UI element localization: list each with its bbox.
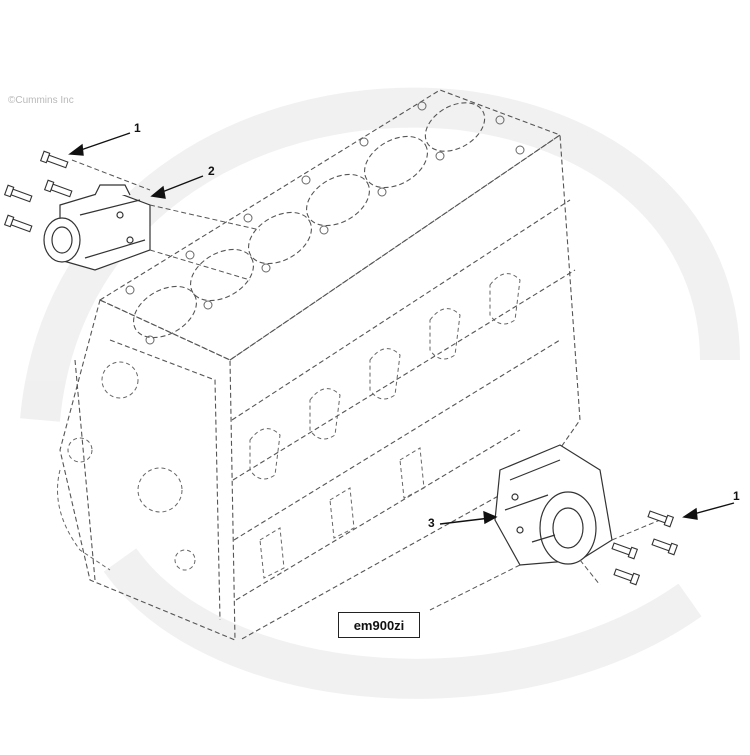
engine-block <box>59 89 581 641</box>
figure-id-label: em900zi <box>338 612 420 638</box>
arrowhead-top-bolts <box>68 143 84 156</box>
bottom-alignment-lines <box>429 519 661 611</box>
deck-bolt-holes <box>125 101 525 345</box>
top-alignment-lines <box>71 159 261 281</box>
callout-3: 3 <box>428 516 435 530</box>
leader-bottom-bolts <box>689 502 735 516</box>
bolts-top <box>3 150 73 233</box>
arrowhead-top-mount <box>150 185 166 199</box>
block-side-details <box>57 273 521 579</box>
engine-mount-bracket-top <box>43 184 151 271</box>
arrowhead-bottom-mount <box>483 510 498 525</box>
arrowhead-bottom-bolts <box>682 507 698 520</box>
watermark-logo <box>20 87 740 699</box>
bolts-bottom <box>611 510 679 586</box>
copyright-watermark: ©Cummins Inc <box>8 95 74 106</box>
engine-mount-bracket-bottom <box>494 444 613 566</box>
callout-1-bottom: 1 <box>733 489 740 503</box>
leader-bottom-mount <box>439 517 491 525</box>
leader-top-bolts <box>74 132 131 153</box>
leader-top-mount <box>156 175 204 195</box>
callout-1-top: 1 <box>134 121 141 135</box>
callout-2: 2 <box>208 164 215 178</box>
leader-arrows <box>68 132 735 525</box>
